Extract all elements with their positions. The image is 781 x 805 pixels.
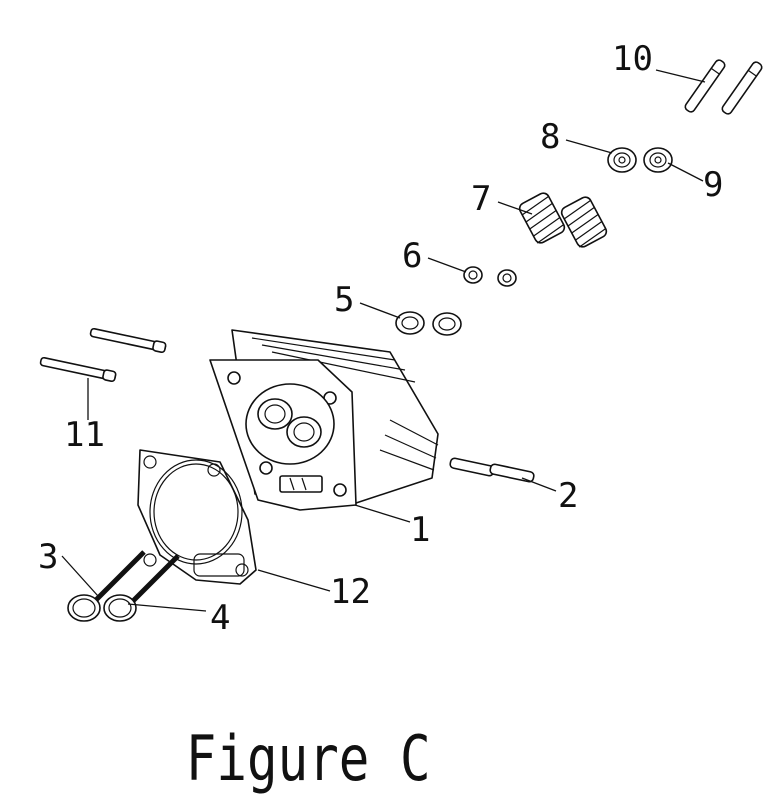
callout-12: 12 [330, 572, 371, 612]
part-8-retainer [607, 147, 637, 173]
callout-8: 8 [540, 117, 560, 157]
callout-11: 11 [64, 415, 105, 455]
part-10-pins [684, 59, 763, 115]
callout-2: 2 [558, 476, 578, 516]
callout-7: 7 [471, 179, 491, 219]
callout-6: 6 [402, 236, 422, 276]
part-2-dowels [449, 457, 535, 483]
callout-labels: 1 2 3 4 5 6 7 8 9 10 11 12 [38, 39, 723, 638]
part-3-valve [67, 550, 146, 622]
callout-9: 9 [703, 165, 723, 205]
part-5-seats [395, 311, 462, 336]
figure-caption: Figure C [185, 722, 431, 795]
callout-1: 1 [410, 510, 430, 550]
callout-5: 5 [334, 280, 354, 320]
part-7-springs [518, 192, 608, 248]
callout-10: 10 [612, 39, 653, 79]
callout-3: 3 [38, 537, 58, 577]
callout-4: 4 [210, 598, 230, 638]
part-12-gasket [137, 449, 257, 585]
leader-lines [61, 69, 706, 612]
part-1-cylinder-head [209, 329, 439, 511]
part-4-valve [103, 554, 180, 622]
part-11-studs [39, 327, 167, 383]
part-6-seals [463, 266, 517, 287]
part-9-retainer [643, 147, 673, 173]
